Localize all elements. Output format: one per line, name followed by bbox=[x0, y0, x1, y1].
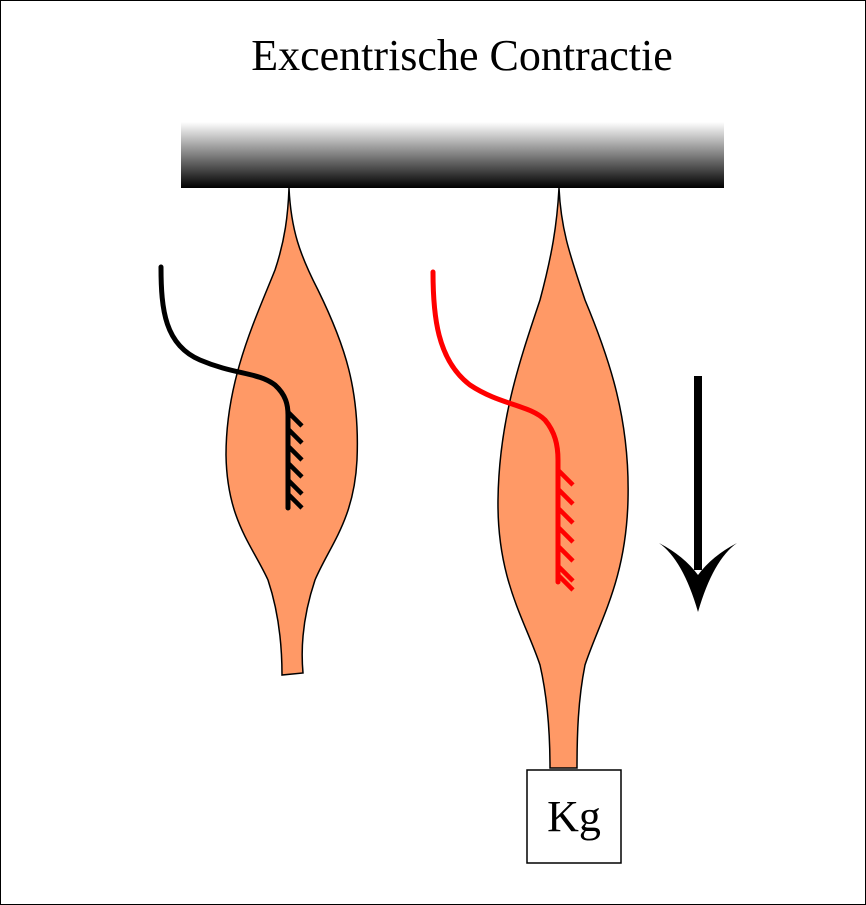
nerve-left bbox=[158, 264, 304, 511]
weight-box bbox=[526, 769, 622, 864]
diagram-title: Excentrische Contractie bbox=[251, 31, 673, 80]
weight-label: Kg bbox=[547, 792, 601, 841]
nerve-right bbox=[430, 269, 575, 592]
arrow-down-icon bbox=[659, 376, 737, 612]
ceiling-bar bbox=[181, 122, 724, 188]
